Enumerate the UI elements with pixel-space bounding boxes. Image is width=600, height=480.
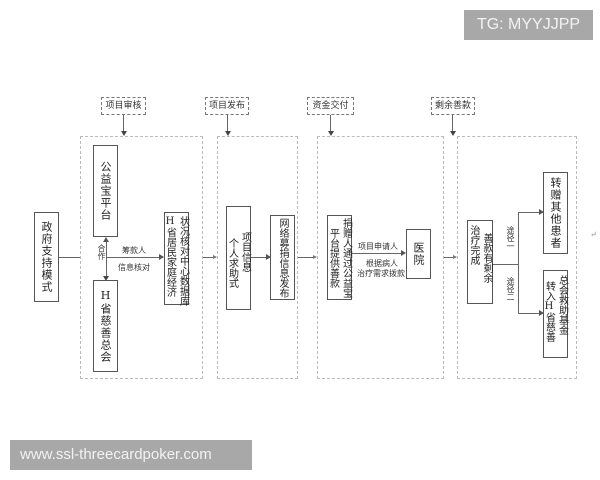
arrow-right-icon <box>313 255 317 259</box>
box-gongyibao-platform: 公益宝平台 <box>93 145 118 237</box>
arrow-right-icon <box>401 250 406 256</box>
arrow-down-icon <box>121 131 127 136</box>
box-label-col1: 治疗完成 <box>468 225 479 265</box>
arrow-down-icon <box>450 131 456 136</box>
arrow-up-icon <box>103 237 109 242</box>
box-transfer-other-patients: 转赠其他患者 <box>543 172 568 254</box>
edge-label-applicant: 项目申请人 <box>358 242 398 251</box>
watermark-top: TG: MYYJJPP <box>464 10 593 40</box>
box-personal-help: 项目信息 个人求助式 <box>226 206 251 310</box>
box-surplus: 善款有剩余 治疗完成 <box>467 220 493 304</box>
box-label-col1: 个人求助式 <box>226 238 238 288</box>
box-label-col1: 捐赠人通过公益宝 <box>340 218 352 298</box>
connector-route1 <box>518 212 542 213</box>
box-label: 政府支持模式 <box>40 221 53 293</box>
connector <box>227 115 228 133</box>
connector <box>59 257 80 258</box>
arrow-right-icon <box>539 209 544 215</box>
box-government-support-mode: 政府支持模式 <box>34 212 59 302</box>
box-label: H省慈善总会 <box>99 289 112 363</box>
stage-label-project-publish: 项目发布 <box>205 97 249 115</box>
box-label-col1: 转入H省慈善 <box>543 281 555 342</box>
box-label: 网络募捐信息发布 <box>277 217 288 298</box>
panel-project-review <box>80 136 203 379</box>
arrow-right-icon <box>159 254 164 260</box>
box-hospital: 医院 <box>406 229 431 279</box>
connector <box>452 115 453 133</box>
connector <box>493 264 518 265</box>
connector <box>203 257 215 258</box>
box-label-col2: 项目信息 <box>239 232 251 272</box>
box-charity-federation: H省慈善总会 <box>93 280 118 372</box>
connector <box>251 257 270 258</box>
arrow-down-icon <box>225 131 231 136</box>
connector <box>298 257 315 258</box>
box-label: 公益宝平台 <box>99 161 112 221</box>
connector <box>330 115 331 133</box>
connector-fundraiser <box>106 257 163 258</box>
route-label-2: 途径二 <box>506 277 515 301</box>
stage-label-project-review: 项目审核 <box>101 97 146 115</box>
edge-label-patient: 根据病人 <box>366 259 398 268</box>
return-mark-icon: ↵ <box>590 230 597 239</box>
box-label-col1: H省居民家庭经济 <box>164 216 176 297</box>
stage-label-remaining-funds: 剩余善款 <box>431 97 475 115</box>
arrow-right-icon <box>213 255 217 259</box>
panel-fund-delivery <box>317 136 444 379</box>
box-label-col2: 平台提供善款 <box>327 228 339 288</box>
arrow-right-icon <box>453 255 457 259</box>
stage-label-fund-delivery: 资金交付 <box>307 97 354 115</box>
edge-label-info-check: 信息核对 <box>118 263 150 272</box>
box-label-col2: 总会救助基金 <box>556 275 568 335</box>
box-label: 转赠其他患者 <box>549 177 562 249</box>
arrow-down-icon <box>328 131 334 136</box>
watermark-bottom: www.ssl-threecardpoker.com <box>10 440 252 470</box>
box-network-fundraising: 网络募捐信息发布 <box>270 215 295 300</box>
box-data-center: 状况核对中心数据库 H省居民家庭经济 <box>164 212 189 306</box>
connector <box>444 257 455 258</box>
connector <box>352 253 404 254</box>
connector-route2 <box>518 313 542 314</box>
connector-branch <box>518 212 519 314</box>
arrow-down-icon <box>103 276 109 281</box>
edge-label-fundraiser: 筹款人 <box>122 246 146 255</box>
box-donor: 捐赠人通过公益宝 平台提供善款 <box>327 215 352 300</box>
route-label-1: 途径一 <box>506 226 515 250</box>
box-label: 医院 <box>412 242 425 266</box>
box-transfer-relief-fund: 总会救助基金 转入H省慈善 <box>543 270 568 358</box>
arrow-right-icon <box>266 254 271 260</box>
arrow-right-icon <box>539 310 544 316</box>
connector <box>123 115 124 133</box>
edge-label-treatment-funding: 治疗需求拨款 <box>357 269 405 278</box>
box-label-col2: 状况核对中心数据库 <box>177 216 189 306</box>
cooperation-label: 合作 <box>97 244 106 260</box>
box-label-col2: 善款有剩余 <box>481 233 492 283</box>
connector-cooperation <box>106 240 107 278</box>
panel-remaining-funds <box>457 136 577 379</box>
panel-project-publish <box>217 136 298 379</box>
